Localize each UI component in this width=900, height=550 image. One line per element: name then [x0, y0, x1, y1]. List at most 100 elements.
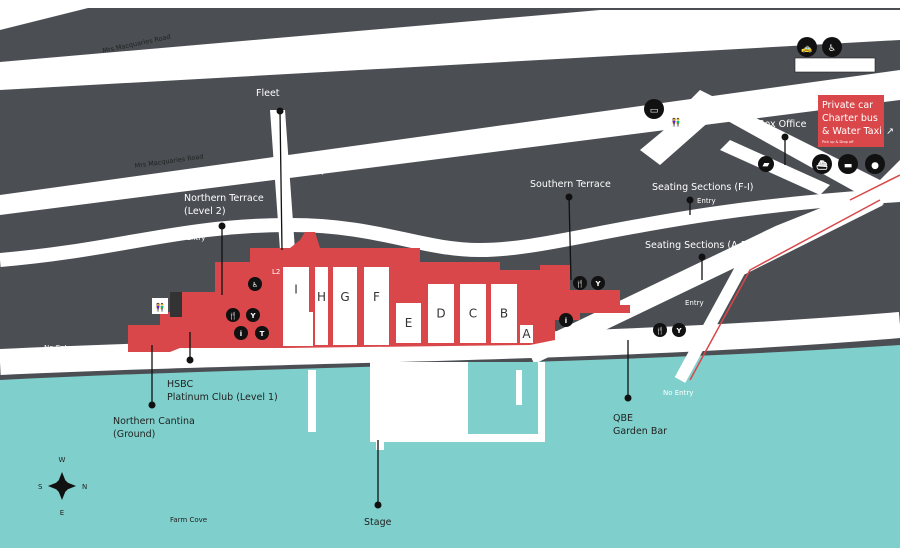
inner-path — [0, 188, 900, 267]
svg-text:▭: ▭ — [650, 106, 659, 116]
toilets-icon: i — [559, 313, 573, 327]
pin-southern-terrace — [565, 193, 573, 281]
accessible-icon: ♿ — [822, 37, 842, 57]
toilets-icon: 👫 — [667, 113, 685, 130]
svg-text:W: W — [59, 456, 66, 464]
svg-text:i: i — [240, 330, 242, 338]
arrow-icon: ↗ — [886, 126, 894, 137]
seating-section-b[interactable]: B — [491, 284, 517, 343]
pin-northern-terrace — [218, 222, 226, 295]
section-label: D — [436, 307, 445, 321]
svg-text:🍴: 🍴 — [656, 326, 665, 335]
pin-stage — [374, 440, 382, 509]
pin-box-office — [781, 133, 789, 165]
svg-text:(Ground): (Ground) — [113, 429, 155, 440]
svg-text:S: S — [38, 483, 43, 491]
svg-text:Farm Cove: Farm Cove — [170, 516, 207, 524]
svg-text:N: N — [82, 483, 87, 491]
transport-pickup-box: Private car Charter bus & Water Taxi Pic… — [818, 95, 894, 147]
svg-text:🚕: 🚕 — [801, 44, 812, 54]
svg-text:♿: ♿ — [252, 281, 258, 289]
stage-platform — [370, 362, 460, 442]
section-label: C — [469, 307, 477, 321]
svg-text:Seating Sections (A-E): Seating Sections (A-E) — [645, 240, 751, 251]
svg-text:Southern Terrace: Southern Terrace — [530, 179, 611, 190]
pin-qbe — [624, 340, 632, 402]
svg-text:Y: Y — [675, 327, 682, 335]
svg-text:Seating Sections (F-I): Seating Sections (F-I) — [652, 182, 754, 193]
svg-text:Private car: Private car — [822, 100, 873, 111]
svg-text:Northern Cantina: Northern Cantina — [113, 416, 195, 427]
svg-text:🍴: 🍴 — [229, 311, 238, 320]
pin-fleet — [276, 107, 284, 251]
seating-section-g[interactable]: G — [333, 267, 357, 345]
food-icon: 🍴 — [226, 308, 240, 322]
staff-icon: ● — [865, 154, 885, 174]
lower-road — [0, 70, 900, 215]
upper-road — [0, 10, 900, 90]
bar-icon: Y — [672, 323, 686, 337]
merchandise-icon: T — [255, 326, 269, 340]
svg-text:▰: ▰ — [763, 160, 770, 170]
section-label: A — [522, 327, 531, 341]
svg-text:Garden Bar: Garden Bar — [613, 426, 667, 437]
seating-section-a[interactable]: A — [520, 325, 533, 343]
svg-text:QBE: QBE — [613, 413, 633, 424]
seating-section-d[interactable]: D — [428, 284, 454, 343]
pin-hsbc — [186, 332, 194, 364]
bar-icon: Y — [591, 276, 605, 290]
svg-text:Charter bus: Charter bus — [822, 113, 878, 124]
svg-text:👫: 👫 — [671, 117, 681, 127]
bus-icon: ▭ — [644, 99, 664, 119]
farm-cove-water — [0, 345, 900, 548]
seating-section-h[interactable]: H — [315, 267, 328, 345]
label-fleet: Fleet — [256, 88, 280, 99]
seating-section-c[interactable]: C — [460, 284, 486, 343]
svg-text:👫: 👫 — [155, 302, 165, 312]
svg-text:No Entry: No Entry — [295, 167, 325, 175]
section-label: E — [405, 316, 413, 330]
svg-text:Entry: Entry — [685, 299, 704, 307]
bar-icon: Y — [246, 308, 260, 322]
svg-text:T: T — [260, 330, 265, 338]
section-label: B — [500, 307, 508, 321]
svg-text:🍴: 🍴 — [576, 279, 585, 288]
svg-text:No Entry: No Entry — [663, 389, 693, 397]
food-icon: 🍴 — [573, 276, 587, 290]
svg-text:(Level 2): (Level 2) — [184, 206, 226, 217]
svg-text:⛴: ⛴ — [816, 160, 828, 171]
svg-text:Entry: Entry — [697, 197, 716, 205]
taxi-icon: 🚕 — [797, 37, 817, 57]
svg-text:Northern Terrace: Northern Terrace — [184, 193, 264, 204]
svg-text:Box Office: Box Office — [758, 119, 807, 130]
section-label: I — [294, 283, 298, 297]
svg-text:i: i — [565, 317, 567, 325]
toilets-icon: 👫 — [152, 298, 168, 314]
svg-text:▬: ▬ — [844, 161, 853, 171]
svg-text:No Entry: No Entry — [175, 234, 205, 242]
seating-section-i[interactable]: I — [283, 267, 309, 312]
pin-seating-ae — [698, 253, 706, 280]
ferry-icon: ⛴ — [812, 154, 832, 174]
svg-text:Y: Y — [249, 312, 256, 320]
svg-text:HSBC: HSBC — [167, 379, 194, 390]
svg-text:●: ● — [871, 161, 879, 171]
foreshore-path — [0, 312, 900, 375]
svg-text:Stage: Stage — [364, 517, 392, 528]
svg-text:E: E — [60, 509, 64, 517]
coach-icon: ▬ — [838, 154, 858, 174]
first-aid-icon: i — [234, 326, 248, 340]
svg-text:Platinum Club (Level 1): Platinum Club (Level 1) — [167, 392, 278, 403]
seating-section-e[interactable]: E — [396, 303, 421, 343]
section-label: G — [340, 290, 349, 304]
svg-text:L2: L2 — [272, 268, 280, 276]
pin-seating-fi — [686, 196, 694, 215]
svg-text:Y: Y — [594, 280, 601, 288]
section-label: F — [373, 290, 380, 304]
svg-text:Pick up & Drop off: Pick up & Drop off — [822, 140, 854, 144]
section-label: H — [317, 290, 326, 304]
food-icon: 🍴 — [653, 323, 667, 337]
seating-section-f[interactable]: F — [364, 267, 389, 345]
compass-icon: W E S N — [38, 456, 87, 517]
